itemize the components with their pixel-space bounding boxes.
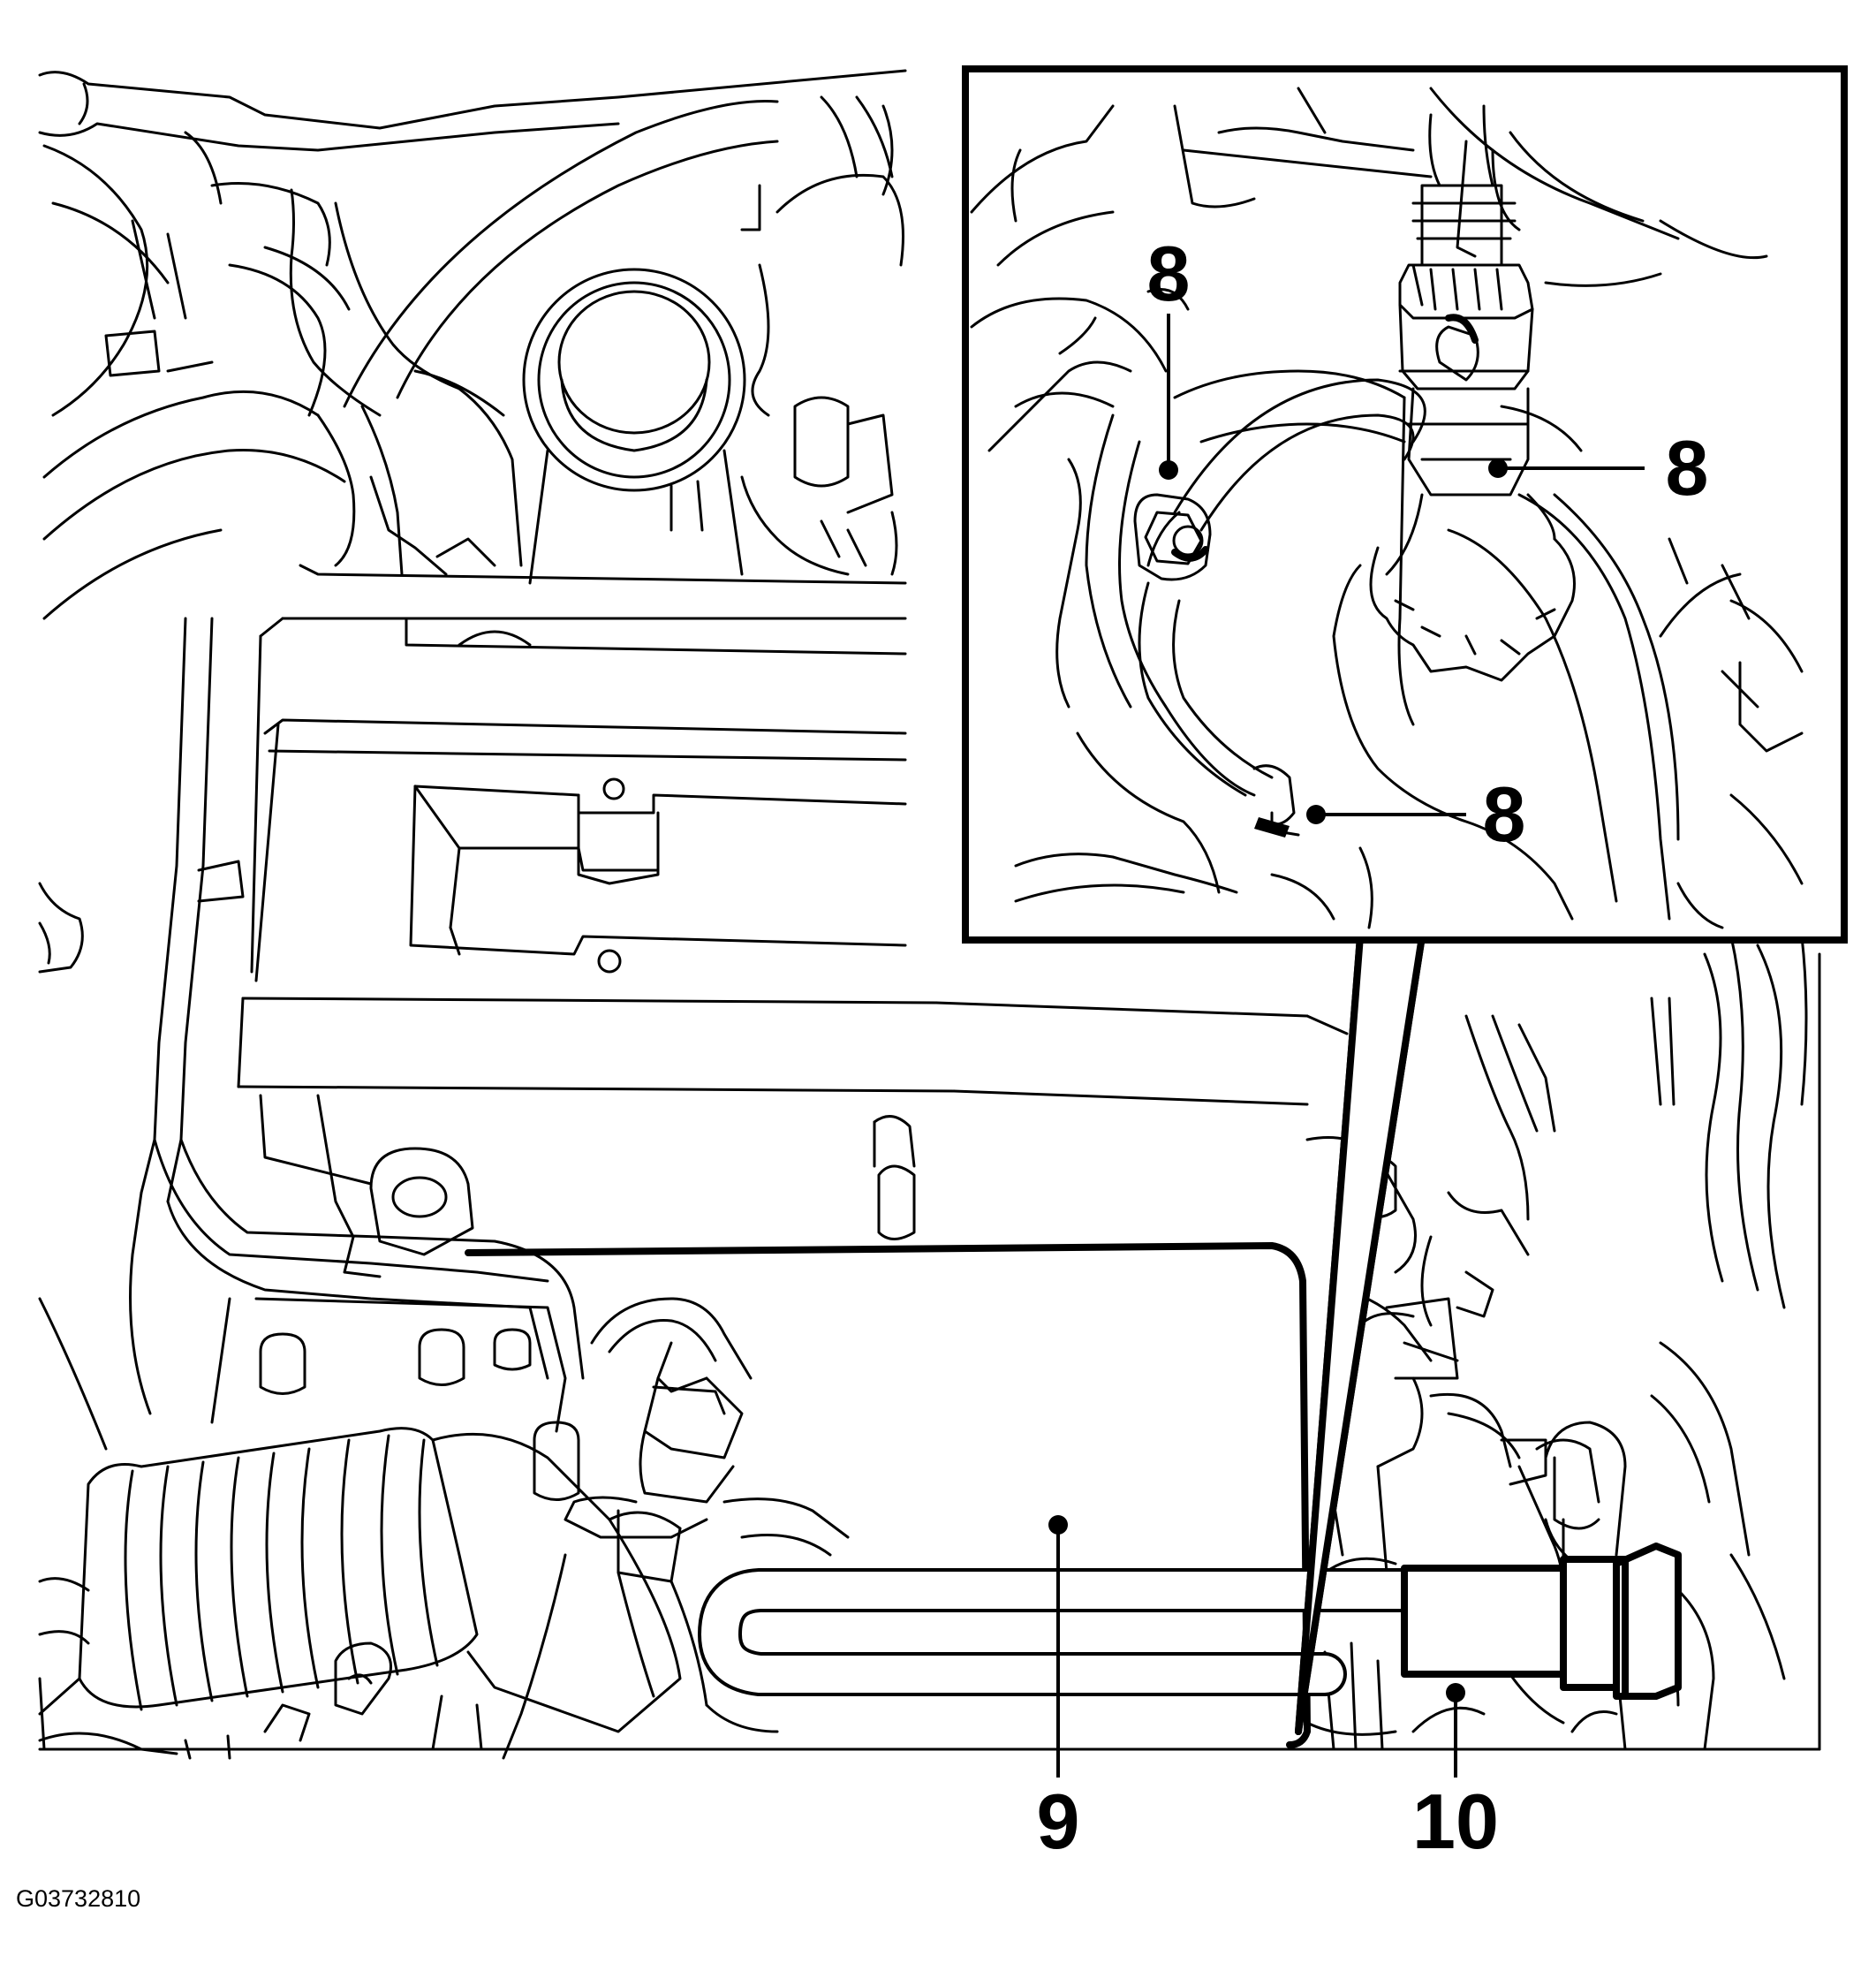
cam-cover — [237, 564, 1349, 1186]
callout-leaders — [1048, 314, 1645, 1778]
intake-bellows — [38, 1427, 682, 1755]
callout-8-right: 8 — [1666, 424, 1709, 512]
callout-dot-8-bottom — [1306, 805, 1326, 824]
inset-pipe — [1133, 378, 1426, 838]
callout-dot-9 — [1048, 1515, 1068, 1535]
callout-8-top: 8 — [1147, 230, 1191, 317]
hose-tail — [1544, 1421, 1627, 1565]
callout-9: 9 — [1037, 1778, 1080, 1865]
bolts-row — [210, 1297, 580, 1501]
callout-dot-8-right — [1488, 459, 1508, 478]
lower-left-fittings — [38, 1641, 1821, 1760]
callout-8-bottom: 8 — [1483, 770, 1526, 858]
bold-hose — [698, 1543, 1682, 1700]
left-fuel-pipes — [38, 617, 585, 1451]
callout-dot-10 — [1446, 1683, 1465, 1702]
callout-dot-8-top — [1159, 460, 1178, 480]
oxygen-sensor — [1332, 104, 1680, 921]
upper-left-hoses — [38, 69, 907, 620]
filler-cap-area — [343, 95, 904, 585]
inset-panel — [962, 65, 1848, 1735]
gasket-outline — [465, 1242, 1311, 1748]
callout-10: 10 — [1412, 1778, 1499, 1865]
sensor-connector — [502, 1297, 850, 1760]
inset-artwork — [970, 87, 1804, 929]
tail-pipe-right — [1650, 935, 1808, 1292]
figure-id: G03732810 — [16, 1885, 140, 1912]
lifting-eye — [316, 1094, 916, 1278]
